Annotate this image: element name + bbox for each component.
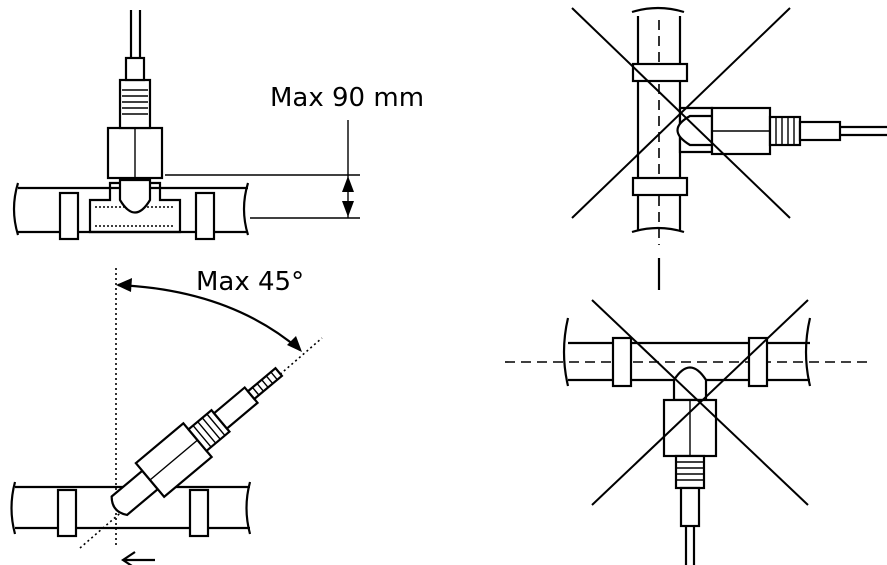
panel-vertical-mount: Max 90 mm — [12, 10, 424, 241]
pipe-flange-left — [56, 488, 78, 538]
pipe-flange-right — [188, 488, 210, 538]
pipe-flange-right — [747, 336, 769, 388]
pipe-flange-right — [194, 191, 216, 241]
pipe-flange-top — [631, 62, 689, 83]
cross-out-mark — [571, 7, 791, 219]
pipe-flange-left — [611, 336, 633, 388]
sensor-connector — [118, 78, 152, 130]
angle-arc — [117, 283, 301, 351]
panel-horizontal-mount-incorrect — [571, 6, 887, 245]
sensor-probe — [662, 366, 718, 565]
pipe — [12, 181, 250, 241]
panel-angled-mount: Max 45° — [10, 267, 323, 565]
sensor-probe — [106, 10, 164, 214]
panel-downward-mount-incorrect — [505, 299, 870, 565]
pipe-vertical — [631, 6, 689, 245]
max-height-label: Max 90 mm — [270, 83, 424, 113]
max-angle-label: Max 45° — [196, 267, 304, 297]
pipe-flange-left — [58, 191, 80, 241]
sensor-probe-angled — [110, 366, 284, 517]
sensor-probe — [676, 106, 887, 156]
cross-out-mark — [591, 299, 809, 506]
flow-direction-arrow — [121, 551, 155, 565]
height-dimension — [165, 120, 360, 219]
sensor-connector — [674, 454, 706, 490]
pipe-flange-bottom — [631, 176, 689, 197]
sensor-connector — [768, 115, 802, 147]
